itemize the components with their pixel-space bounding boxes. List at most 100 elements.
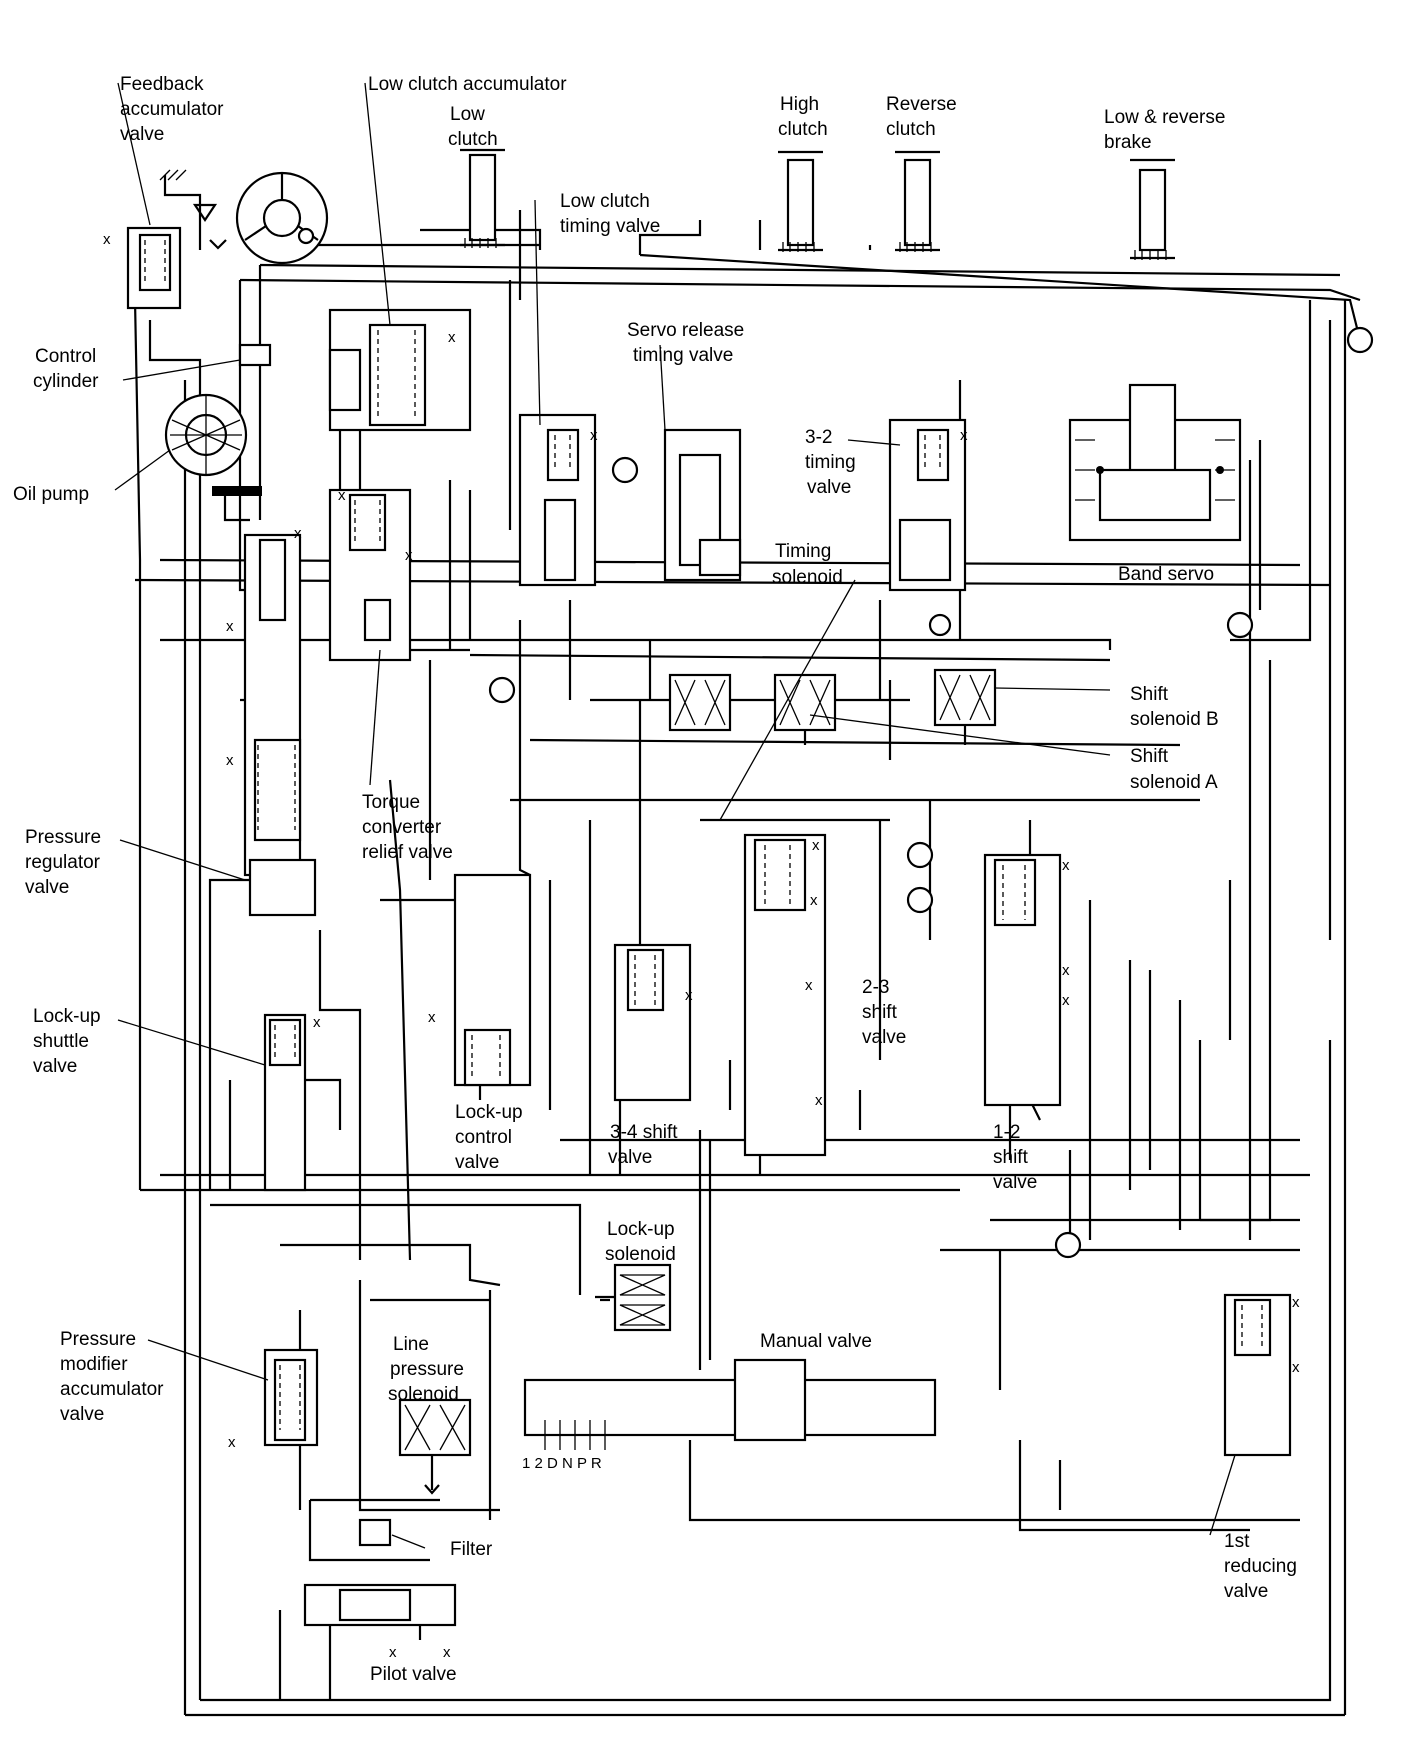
svg-text:x: x <box>338 487 346 504</box>
svg-text:1 2 D N P R: 1 2 D N P R <box>522 1455 602 1472</box>
svg-text:x: x <box>389 1644 397 1661</box>
label-low-clutch-2: clutch <box>448 129 498 150</box>
svg-text:Shift: Shift <box>1130 684 1169 705</box>
svg-text:x: x <box>590 427 598 444</box>
label-shift-solenoid-a-1: Shift <box>1130 746 1169 767</box>
timing-solenoid <box>668 673 732 732</box>
svg-text:x: x <box>812 837 820 854</box>
svg-text:x: x <box>810 892 818 909</box>
label-torque-converter-1: Torque <box>362 792 420 813</box>
svg-text:Low clutch: Low clutch <box>560 191 650 212</box>
label-lockup-control-1: Lock-up <box>455 1102 523 1123</box>
svg-text:Band servo: Band servo <box>1118 564 1214 585</box>
label-lockup-shuttle-1: Lock-up <box>33 1006 101 1027</box>
svg-text:solenoid: solenoid <box>772 567 843 588</box>
label-timing-valve-32-1: 3-2 <box>805 427 832 448</box>
svg-text:x: x <box>1292 1294 1300 1311</box>
svg-text:x: x <box>448 329 456 346</box>
svg-text:Torque: Torque <box>362 792 420 813</box>
svg-text:x: x <box>428 1009 436 1026</box>
svg-text:x: x <box>226 618 234 635</box>
label-feedback-accumulator-2: accumulator <box>120 99 224 120</box>
svg-text:shift: shift <box>862 1002 898 1023</box>
label-timing-solenoid-2: solenoid <box>772 567 843 588</box>
shift-solenoid-b <box>933 668 997 745</box>
svg-text:solenoid B: solenoid B <box>1130 709 1219 730</box>
svg-text:Low & reverse: Low & reverse <box>1104 107 1225 128</box>
label-oil-pump: Oil pump <box>13 484 89 505</box>
label-lockup-solenoid-2: solenoid <box>605 1244 676 1265</box>
svg-text:3-2: 3-2 <box>805 427 832 448</box>
svg-text:shuttle: shuttle <box>33 1031 89 1052</box>
label-servo-release-2: timing valve <box>633 345 733 366</box>
svg-text:1st: 1st <box>1224 1531 1250 1552</box>
svg-text:valve: valve <box>993 1172 1037 1193</box>
label-timing-valve-32-3: valve <box>807 477 851 498</box>
hydraulic-lines <box>133 210 1362 1717</box>
filter <box>358 1518 392 1547</box>
svg-text:pressure: pressure <box>390 1359 464 1380</box>
svg-text:valve: valve <box>862 1027 906 1048</box>
label-torque-converter-3: relief valve <box>362 842 453 863</box>
label-low-clutch-accumulator: Low clutch accumulator <box>368 74 567 95</box>
svg-text:x: x <box>960 427 968 444</box>
label-pressure-regulator-1: Pressure <box>25 827 101 848</box>
label-band-servo: Band servo <box>1118 564 1214 585</box>
label-low-clutch-timing-2: timing valve <box>560 216 660 237</box>
svg-text:shift: shift <box>993 1147 1029 1168</box>
svg-text:solenoid: solenoid <box>388 1384 459 1405</box>
lockup-solenoid <box>595 1263 672 1332</box>
label-pressure-regulator-3: valve <box>25 877 69 898</box>
label-line-pressure-1: Line <box>393 1334 429 1355</box>
label-lockup-control-2: control <box>455 1127 512 1148</box>
first-reducing-valve: x x <box>1223 1293 1300 1457</box>
label-pressure-modifier-4: valve <box>60 1404 104 1425</box>
svg-text:clutch: clutch <box>448 129 498 150</box>
high-clutch <box>778 150 823 252</box>
svg-text:brake: brake <box>1104 132 1152 153</box>
svg-text:Servo release: Servo release <box>627 320 744 341</box>
svg-text:Low clutch accumulator: Low clutch accumulator <box>368 74 567 95</box>
pressure-regulator-valve: x x x <box>226 525 317 917</box>
band-servo <box>1068 383 1242 542</box>
svg-text:timing valve: timing valve <box>560 216 660 237</box>
timing-valve-3-2: x <box>888 418 968 637</box>
svg-text:valve: valve <box>455 1152 499 1173</box>
label-lockup-shuttle-2: shuttle <box>33 1031 89 1052</box>
svg-text:Lock-up: Lock-up <box>455 1102 523 1123</box>
svg-text:valve: valve <box>120 124 164 145</box>
low-clutch-timing-valve: x <box>518 413 639 587</box>
svg-text:x: x <box>103 231 111 248</box>
torque-converter-relief-valve: x x <box>328 487 413 662</box>
svg-text:converter: converter <box>362 817 442 838</box>
label-shift-valve-23-2: shift <box>862 1002 898 1023</box>
svg-text:reducing: reducing <box>1224 1556 1297 1577</box>
svg-text:Reverse: Reverse <box>886 94 957 115</box>
label-lockup-control-3: valve <box>455 1152 499 1173</box>
label-timing-solenoid-1: Timing <box>775 541 831 562</box>
label-manual-positions: 1 2 D N P R <box>522 1455 602 1472</box>
label-low-clutch-1: Low <box>450 104 485 125</box>
label-low-clutch-timing-1: Low clutch <box>560 191 650 212</box>
label-first-reducing-1: 1st <box>1224 1531 1250 1552</box>
label-shift-valve-23-1: 2-3 <box>862 977 889 998</box>
label-pressure-modifier-3: accumulator <box>60 1379 164 1400</box>
svg-text:clutch: clutch <box>778 119 828 140</box>
lockup-control-valve: x <box>428 873 532 1087</box>
svg-text:1-2: 1-2 <box>993 1122 1020 1143</box>
low-clutch-accumulator: x <box>328 308 472 432</box>
label-control-cylinder-1: Control <box>35 346 96 367</box>
label-feedback-accumulator-1: Feedback <box>120 74 204 95</box>
svg-text:x: x <box>226 752 234 769</box>
svg-text:valve: valve <box>807 477 851 498</box>
label-shift-valve-34-1: 3-4 shift <box>610 1122 678 1143</box>
label-shift-valve-34-2: valve <box>608 1147 652 1168</box>
svg-text:x: x <box>1062 857 1070 874</box>
label-shift-solenoid-b-2: solenoid B <box>1130 709 1219 730</box>
pump-wheel-top <box>235 171 329 265</box>
svg-text:Feedback: Feedback <box>120 74 204 95</box>
svg-text:3-4 shift: 3-4 shift <box>610 1122 678 1143</box>
low-clutch <box>460 148 505 248</box>
